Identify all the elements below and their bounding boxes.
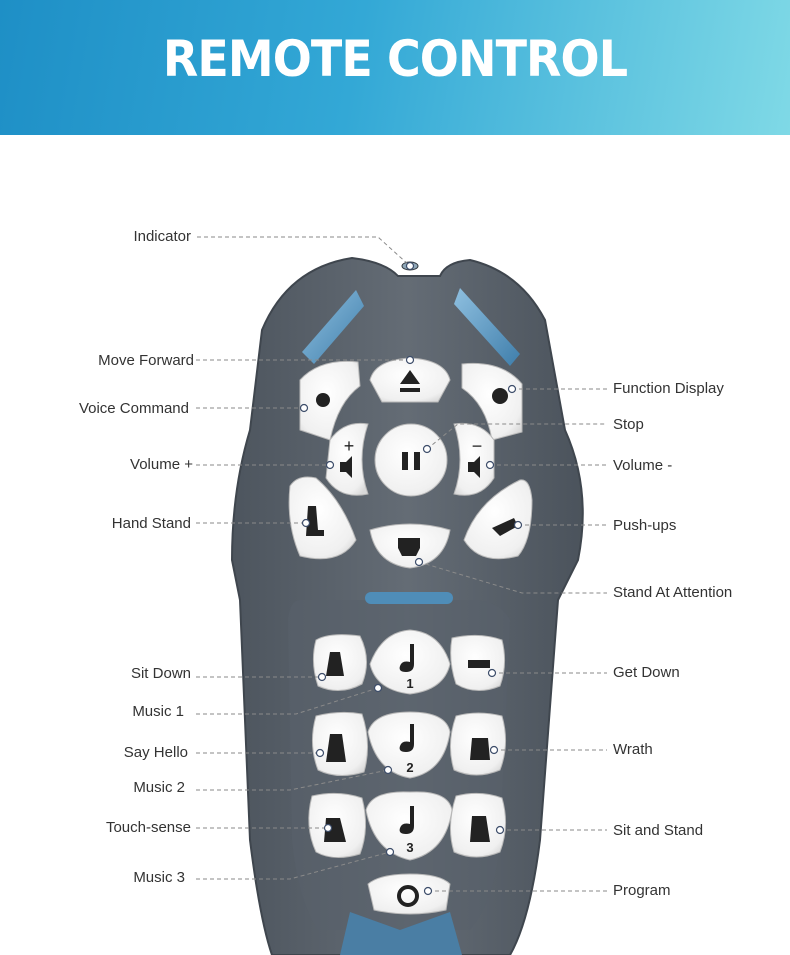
dog-touch-icon — [324, 818, 346, 842]
say-hello-button[interactable] — [312, 711, 368, 776]
label-function-display: Function Display — [613, 380, 724, 397]
label-move-forward: Move Forward — [98, 352, 194, 369]
dog-handstand-icon — [306, 506, 324, 536]
label-sit-and-stand: Sit and Stand — [613, 822, 704, 839]
label-music-1: Music 1 — [132, 703, 184, 720]
speaker-icon — [468, 456, 480, 478]
push-ups-button[interactable] — [463, 479, 533, 560]
minus-sign: − — [472, 436, 483, 456]
page-title: REMOTE CONTROL — [162, 30, 628, 88]
label-stop: Stop — [613, 416, 644, 433]
stop-button[interactable] — [374, 423, 448, 497]
label-volume-plus: Volume + — [130, 456, 193, 473]
center-light-bar — [365, 592, 453, 604]
sit-down-button[interactable] — [312, 634, 367, 691]
get-down-button[interactable] — [450, 634, 506, 691]
bottom-blue-panel — [340, 912, 462, 955]
music-note-icon — [399, 806, 414, 834]
header-banner: REMOTE CONTROL — [0, 0, 790, 135]
label-wrath: Wrath — [613, 741, 653, 758]
arrow-up-icon — [400, 370, 420, 392]
program-button[interactable] — [367, 873, 451, 915]
dog-sitting-icon — [326, 652, 344, 676]
label-get-down: Get Down — [613, 664, 680, 681]
plus-sign: + — [344, 436, 355, 456]
label-sit-down: Sit Down — [130, 665, 191, 682]
move-forward-button[interactable] — [369, 357, 451, 403]
dog-standing-icon — [398, 538, 420, 556]
volume-minus-button[interactable]: − — [453, 422, 495, 496]
left-light-strip — [302, 290, 364, 364]
music-2-button[interactable]: 2 — [367, 711, 451, 779]
music-1-button[interactable]: 1 — [369, 629, 451, 695]
voice-command-button[interactable] — [299, 360, 361, 441]
pause-icon — [402, 452, 408, 470]
label-music-2: Music 2 — [133, 779, 185, 796]
label-volume-minus: Volume - — [613, 457, 673, 474]
dog-pushup-icon — [492, 518, 518, 536]
speaker-icon — [340, 456, 352, 478]
label-program: Program — [613, 882, 671, 899]
hand-stand-button[interactable] — [288, 476, 357, 560]
label-push-ups: Push-ups — [613, 517, 677, 534]
dog-lying-icon — [468, 660, 490, 668]
gear-icon — [397, 885, 419, 907]
label-music-3: Music 3 — [133, 869, 185, 886]
dog-sit-stand-icon — [470, 816, 490, 842]
label-say-hello: Say Hello — [123, 744, 188, 761]
music-3-number: 3 — [406, 840, 413, 855]
volume-plus-button[interactable]: + — [325, 422, 369, 496]
right-light-strip — [454, 288, 520, 366]
leader-lines — [196, 236, 607, 892]
film-reel-icon — [492, 388, 508, 404]
label-voice-command: Voice Command — [78, 400, 189, 417]
leader-dots — [299, 261, 523, 896]
label-hand-stand: Hand Stand — [111, 515, 191, 532]
label-touch-sense: Touch-sense — [105, 819, 191, 836]
music-2-number: 2 — [406, 760, 413, 775]
music-1-number: 1 — [406, 676, 413, 691]
voice-icon — [316, 393, 330, 407]
label-indicator: Indicator — [133, 228, 191, 245]
label-stand-at-attention: Stand At Attention — [613, 584, 733, 601]
dog-waving-icon — [326, 734, 346, 762]
sit-and-stand-button[interactable] — [450, 792, 506, 858]
wrath-button[interactable] — [450, 712, 506, 776]
touch-sense-button[interactable] — [308, 792, 366, 858]
music-note-icon — [399, 724, 414, 752]
stand-at-attention-button[interactable] — [369, 523, 451, 569]
function-display-button[interactable] — [461, 362, 523, 441]
dog-angry-icon — [470, 738, 490, 760]
music-note-icon — [399, 644, 414, 672]
